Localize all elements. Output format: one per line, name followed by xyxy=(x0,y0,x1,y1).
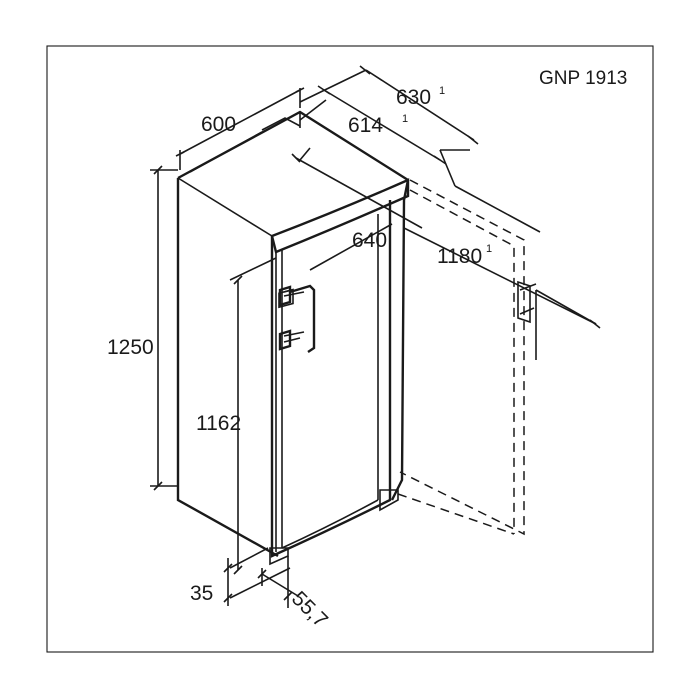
dim-depth-630-label: 630 xyxy=(396,86,431,109)
dim-depth-630 xyxy=(299,65,479,145)
door-handle xyxy=(278,284,316,353)
dim-door-open-label: 1180 xyxy=(437,245,482,268)
dim-depth-640 xyxy=(291,147,423,271)
dim-width xyxy=(175,87,305,170)
dim-depth-614-label: 614 xyxy=(348,114,383,137)
model-label: GNP 1913 xyxy=(539,68,627,89)
dim-door-open xyxy=(403,149,601,360)
dim-plinth xyxy=(223,547,291,606)
dim-depth-630-footnote: 1 xyxy=(439,85,445,97)
appliance-door xyxy=(270,178,410,558)
dim-depth-614-footnote: 1 xyxy=(402,113,408,125)
dim-door-height xyxy=(229,257,277,575)
dim-height xyxy=(150,165,178,491)
dim-plinth-label: 35 xyxy=(190,582,213,605)
dim-height-label: 1250 xyxy=(107,336,154,359)
appliance-body xyxy=(176,110,410,566)
dim-door-height-label: 1162 xyxy=(196,412,241,435)
dim-door-open-footnote: 1 xyxy=(486,243,492,255)
dim-depth-640-label: 640 xyxy=(352,229,387,252)
dim-width-label: 600 xyxy=(201,113,236,136)
dim-door-offset xyxy=(257,556,299,608)
drawing-frame xyxy=(46,45,654,653)
open-door-outline xyxy=(397,179,537,536)
dim-depth-614 xyxy=(299,85,447,165)
